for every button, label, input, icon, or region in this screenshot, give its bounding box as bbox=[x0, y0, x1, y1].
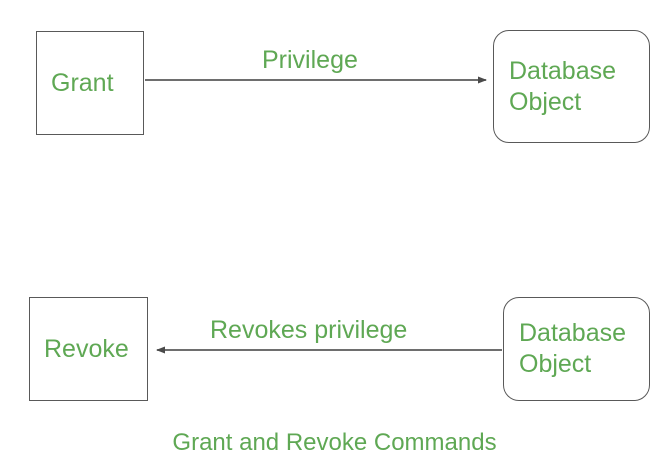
node-database-object-top-label-line-1: Database bbox=[509, 56, 617, 85]
node-database-object-bottom-label-line-2: Object bbox=[519, 350, 592, 378]
node-grant[interactable]: Grant bbox=[36, 31, 144, 135]
node-database-object-top[interactable]: Database Object bbox=[493, 30, 650, 143]
node-database-object-bottom-label-line-1: Database bbox=[519, 319, 627, 347]
node-revoke-label: Revoke bbox=[44, 334, 129, 363]
edge-label-revokes-privilege: Revokes privilege bbox=[210, 316, 408, 344]
node-grant-label: Grant bbox=[51, 68, 114, 97]
node-database-object-bottom[interactable]: Database Object bbox=[503, 297, 650, 401]
node-database-object-top-label-line-2: Object bbox=[509, 87, 582, 116]
diagram-caption: Grant and Revoke Commands bbox=[172, 429, 497, 456]
node-revoke[interactable]: Revoke bbox=[29, 297, 148, 401]
edge-label-privilege: Privilege bbox=[262, 46, 358, 74]
